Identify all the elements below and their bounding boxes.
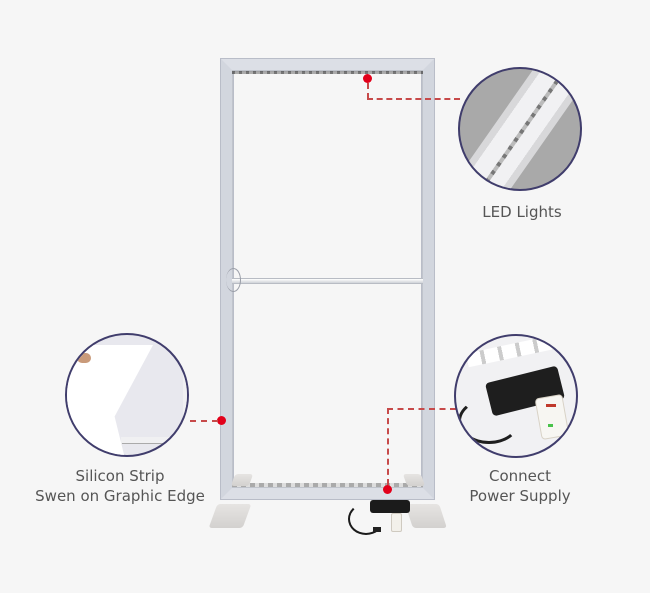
silicon-strip-label-line-2: Swen on Graphic Edge (35, 487, 205, 505)
power-supply-detail-circle (454, 334, 578, 458)
bottom-led-strip (232, 483, 423, 487)
led-lights-label: LED Lights (462, 202, 582, 222)
power-marker-dot (383, 485, 392, 494)
right-foot-bracket (402, 474, 426, 486)
silicon-marker-dot (217, 416, 226, 425)
right-foot (405, 504, 447, 528)
silicon-strip-label-line-1: Silicon Strip (75, 467, 165, 485)
power-supply-label-line-1: Connect (488, 467, 552, 485)
led-lights-label-line-1: LED Lights (482, 203, 562, 221)
led-connector-vertical (367, 83, 369, 99)
led-connector-horizontal (367, 98, 460, 100)
adapter-closeup-icon (534, 393, 570, 441)
power-supply-label: Connect Power Supply (440, 466, 600, 506)
power-cable-icon (348, 503, 384, 535)
led-lights-detail-circle (458, 67, 582, 191)
adapter-red-mark (546, 404, 556, 407)
adapter-green-mark (548, 424, 553, 427)
power-connector-horizontal (387, 408, 456, 410)
cord-icon (458, 398, 520, 444)
frame-corner-closeup-icon (121, 365, 187, 443)
crossbar-clip-icon (226, 268, 241, 292)
led-marker-dot (363, 74, 372, 83)
silicon-strip-label: Silicon Strip Swen on Graphic Edge (20, 466, 220, 506)
power-plug-icon (373, 527, 381, 532)
silicon-connector-horizontal (190, 420, 218, 422)
top-led-strip (232, 71, 423, 74)
led-row-icon (465, 336, 576, 368)
hand-icon (77, 353, 91, 363)
power-adapter-icon (391, 513, 402, 532)
power-brick-icon (370, 500, 410, 513)
frame-crossbar (232, 278, 423, 284)
silicon-strip-detail-circle (65, 333, 189, 457)
power-supply-label-line-2: Power Supply (469, 487, 571, 505)
left-foot (208, 504, 252, 528)
power-connector-vertical (387, 408, 389, 485)
